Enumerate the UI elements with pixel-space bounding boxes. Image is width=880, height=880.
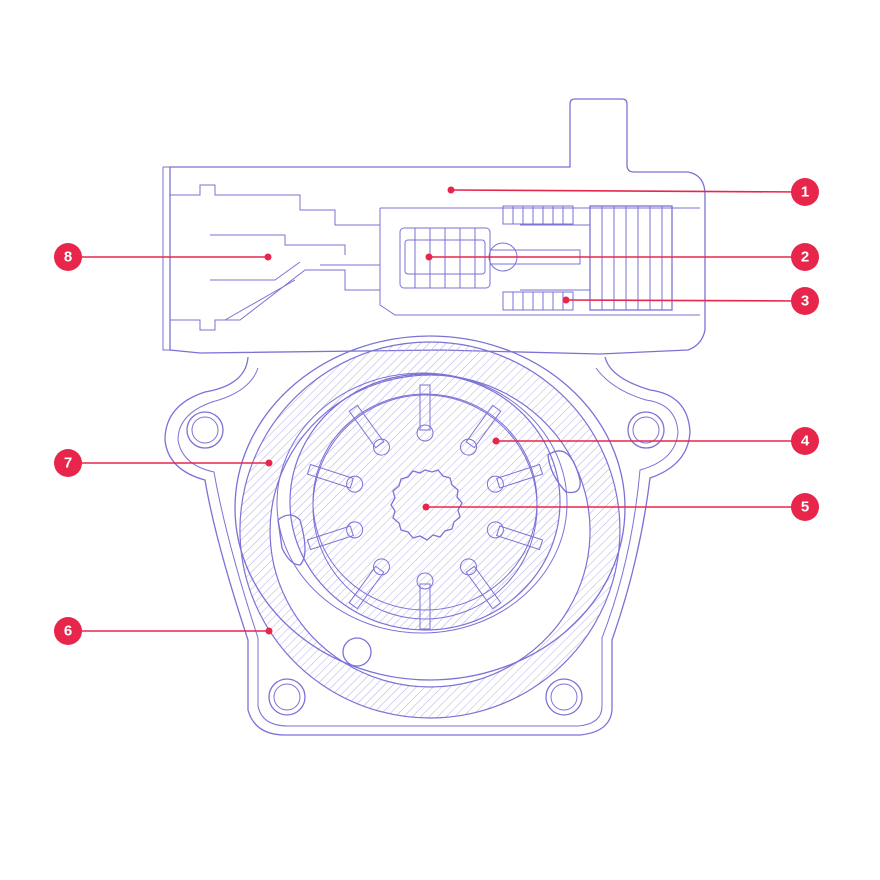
callout-2[interactable]: 2 [425, 243, 820, 271]
spring [502, 205, 574, 311]
callout-7-label: 7 [64, 455, 72, 472]
valve-housing [162, 98, 706, 355]
callout-3-leader [565, 299, 806, 302]
callout-5-badge [791, 493, 819, 521]
callout-5-anchor [422, 503, 430, 511]
valve-housing-outline [169, 98, 706, 355]
pump-housing [164, 356, 691, 736]
callout-3-badge [791, 287, 819, 315]
callout-3[interactable]: 3 [562, 287, 820, 315]
bolt-hole-upper-left [186, 411, 224, 449]
splined-shaft [390, 469, 463, 541]
callout-5-label: 5 [801, 499, 809, 516]
callout-4[interactable]: 4 [492, 427, 820, 455]
callout-1-leader [450, 189, 806, 193]
callout-6-badge [54, 617, 82, 645]
callout-8-label: 8 [64, 249, 72, 266]
callout-6-anchor [265, 627, 273, 635]
callout-2-badge [791, 243, 819, 271]
callout-3-label: 3 [801, 293, 809, 310]
callout-7-anchor [265, 459, 273, 467]
bolt-hole-lower-left [268, 678, 306, 716]
vane-slots [306, 384, 544, 630]
rotor [306, 384, 544, 630]
callout-5[interactable]: 5 [422, 493, 820, 521]
callout-2-anchor [425, 253, 433, 261]
callout-8[interactable]: 8 [54, 243, 272, 271]
callout-3-anchor [562, 296, 570, 304]
valve-plug [589, 205, 673, 311]
callout-4-anchor [492, 437, 500, 445]
callout-8-badge [54, 243, 82, 271]
callout-2-label: 2 [801, 249, 809, 266]
housing-inner-outline [177, 367, 679, 727]
callout-8-anchor [264, 253, 272, 261]
bolt-hole-lower-right [545, 678, 583, 716]
callout-1-anchor [447, 186, 455, 194]
inlet-port-outline [170, 184, 380, 331]
callouts: 1 2 3 4 5 6 [54, 178, 819, 645]
callout-1-label: 1 [801, 184, 809, 201]
callout-4-label: 4 [801, 433, 810, 450]
callout-6-label: 6 [64, 623, 72, 640]
callout-7-badge [54, 449, 82, 477]
callout-1[interactable]: 1 [447, 178, 820, 206]
port-right [547, 450, 581, 494]
bolt-hole-upper-right [627, 411, 665, 449]
port-left [277, 514, 306, 566]
callout-4-badge [791, 427, 819, 455]
callout-1-badge [791, 178, 819, 206]
callout-6[interactable]: 6 [54, 617, 273, 645]
callout-7[interactable]: 7 [54, 449, 273, 477]
housing-outline [164, 356, 691, 736]
